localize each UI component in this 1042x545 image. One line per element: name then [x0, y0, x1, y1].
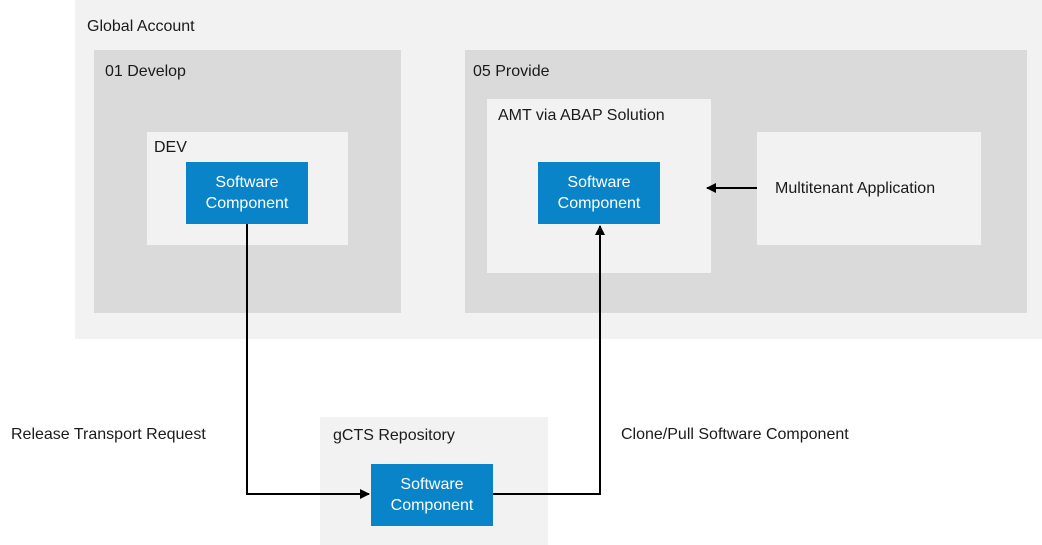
dev-system-label: DEV	[154, 139, 187, 156]
global-account-label: Global Account	[87, 18, 195, 35]
dev-software-component-label: Software Component	[205, 174, 289, 212]
amt-software-component: Software Component	[538, 162, 660, 224]
provide-subaccount-label: 05 Provide	[473, 63, 550, 80]
amt-software-component-label: Software Component	[557, 174, 641, 212]
clone-pull-arrow	[493, 225, 605, 495]
multitenant-application	[757, 132, 981, 245]
clone-pull-label: Clone/Pull Software Component	[621, 426, 849, 443]
release-transport-request-label: Release Transport Request	[11, 426, 206, 443]
amt-abap-solution-label: AMT via ABAP Solution	[498, 107, 665, 124]
multitenant-application-label: Multitenant Application	[775, 180, 936, 197]
develop-subaccount-label: 01 Develop	[105, 63, 186, 80]
release-transport-arrow	[246, 224, 370, 499]
dev-software-component: Software Component	[186, 162, 308, 224]
gcts-repository-label: gCTS Repository	[333, 427, 455, 444]
gcts-software-component: Software Component	[371, 464, 493, 526]
gcts-software-component-label: Software Component	[390, 476, 474, 514]
